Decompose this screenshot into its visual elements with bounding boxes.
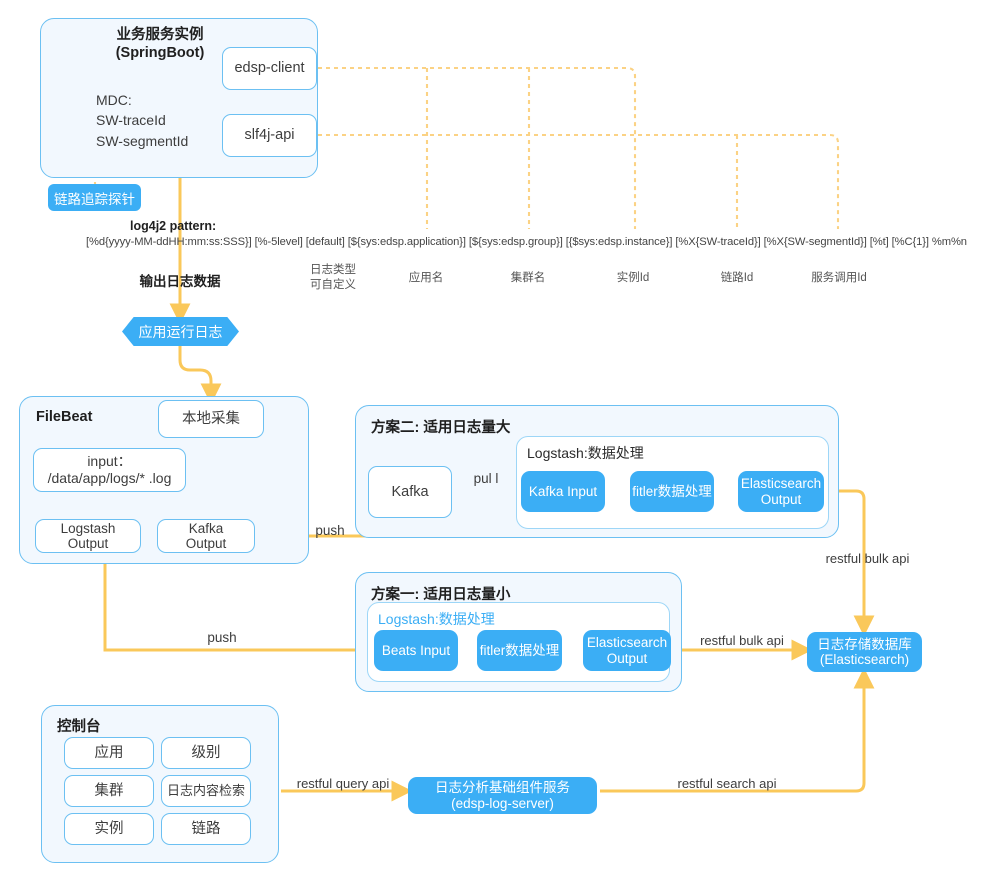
field-label-trace-id: 链路Id: [720, 272, 754, 284]
edge-label-restful-query-api: restful query api: [296, 776, 390, 791]
node-local-collect[interactable]: 本地采集: [158, 400, 264, 438]
node-beats-input[interactable]: Beats Input: [374, 630, 458, 671]
log4j2-heading: log4j2 pattern:: [130, 219, 217, 233]
node-log-server[interactable]: 日志分析基础组件服务 (edsp-log-server): [408, 777, 597, 814]
edge-label-push-top: push: [315, 523, 345, 538]
log4j2-pattern: [%d{yyyy-MM-ddHH:mm:ss:SSS}] [%-5level] …: [86, 236, 967, 248]
node-logstash-output[interactable]: Logstash Output: [35, 519, 141, 553]
node-kafka-input[interactable]: Kafka Input: [521, 471, 605, 512]
mdc-label: MDC: SW-traceId SW-segmentId: [96, 92, 189, 149]
edge-label-pull: pul l: [473, 471, 499, 486]
node-filebeat-input[interactable]: input： /data/app/logs/* .log: [33, 448, 186, 492]
storage-line1: 日志存储数据库: [817, 636, 912, 652]
service-instance-subtitle: (SpringBoot): [115, 45, 205, 61]
node-elasticsearch-output-2[interactable]: Elasticsearch Output: [738, 471, 824, 512]
node-kafka-output[interactable]: Kafka Output: [157, 519, 255, 553]
edge-label-push-bottom: push: [207, 630, 237, 645]
scheme2-title: 方案二: 适用日志量大: [371, 420, 511, 436]
console-button-trace[interactable]: 链路: [161, 813, 251, 845]
console-button-level[interactable]: 级别: [161, 737, 251, 769]
scheme2-logstash-title: Logstash:数据处理: [527, 445, 644, 461]
field-label-output: 输出日志数据: [139, 274, 221, 289]
scheme1-logstash-title: Logstash:数据处理: [378, 611, 495, 627]
storage-line2: (Elasticsearch): [819, 652, 910, 667]
filebeat-title: FileBeat: [36, 409, 93, 425]
node-slf4j-api[interactable]: slf4j-api: [222, 114, 317, 157]
app-runtime-log-node: 应用运行日志: [122, 317, 239, 346]
console-button-instance[interactable]: 实例: [64, 813, 154, 845]
node-edsp-client[interactable]: edsp-client: [222, 47, 317, 90]
node-kafka[interactable]: Kafka: [368, 466, 452, 518]
edge-label-restful-search-api: restful search api: [677, 776, 777, 791]
node-filter-processing-2[interactable]: fitler数据处理: [630, 471, 714, 512]
node-elasticsearch-output-1[interactable]: Elasticsearch Output: [583, 630, 671, 671]
console-button-log-search[interactable]: 日志内容检索: [161, 775, 251, 807]
edge-label-restful-bulk-api-right: restful bulk api: [825, 551, 910, 566]
console-button-cluster[interactable]: 集群: [64, 775, 154, 807]
node-log-storage[interactable]: 日志存储数据库 (Elasticsearch): [807, 632, 922, 672]
console-button-app[interactable]: 应用: [64, 737, 154, 769]
field-label-instance-id: 实例Id: [616, 272, 650, 284]
log-server-line1: 日志分析基础组件服务: [435, 780, 570, 796]
field-label-cluster-name: 集群名: [510, 272, 546, 284]
scheme1-title: 方案一: 适用日志量小: [371, 587, 511, 603]
console-title: 控制台: [57, 719, 101, 735]
field-label-span-id: 服务调用Id: [811, 272, 867, 284]
field-label-log-type: 日志类型 可自定义: [310, 264, 356, 291]
log-server-line2: (edsp-log-server): [451, 795, 554, 811]
node-filter-processing-1[interactable]: fitler数据处理: [477, 630, 562, 671]
edge-label-restful-bulk-api-mid: restful bulk api: [700, 633, 784, 648]
service-instance-title: 业务服务实例: [116, 27, 204, 43]
trace-probe-badge[interactable]: 链路追踪探针: [48, 184, 141, 211]
field-label-app-name: 应用名: [408, 272, 444, 284]
